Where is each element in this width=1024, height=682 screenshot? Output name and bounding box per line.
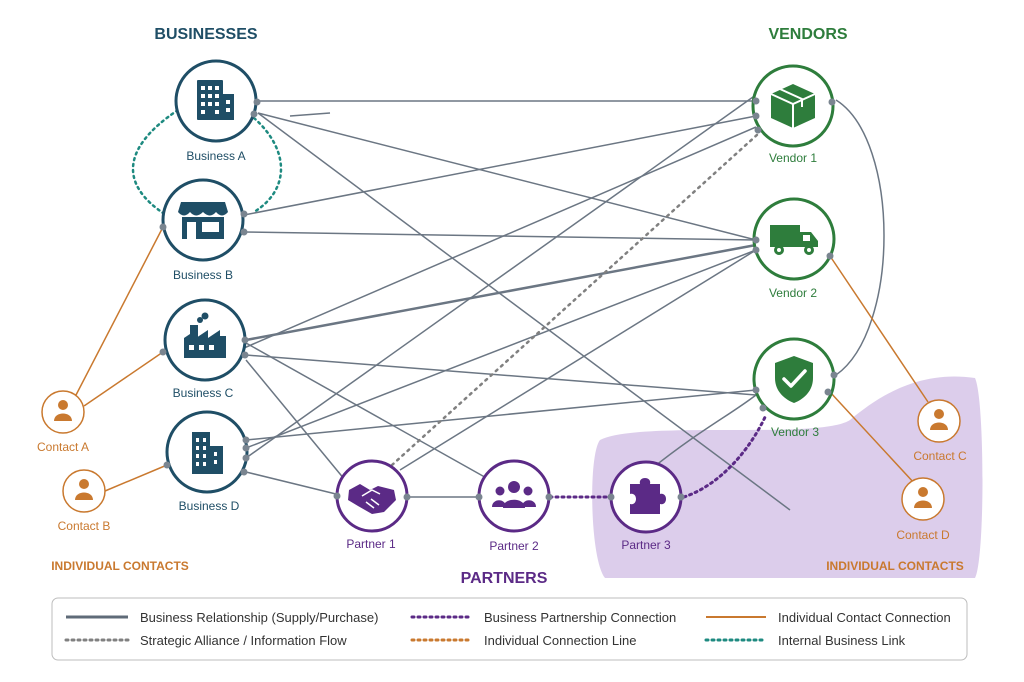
partnership-line-p3-v3 [682, 413, 768, 499]
node-label-contact-c: Contact C [913, 449, 967, 463]
legend: Business Relationship (Supply/Purchase) … [51, 597, 968, 661]
node-label-business-c: Business C [173, 386, 234, 400]
delivery-truck-icon [770, 225, 818, 255]
node-label-partner-2: Partner 2 [489, 539, 539, 553]
legend-label-individual-contact-connection: Individual Contact Connection [778, 610, 951, 625]
node-business-a[interactable]: Business A [174, 59, 258, 163]
node-business-d[interactable]: Business D [165, 410, 249, 513]
factory-icon [184, 312, 226, 358]
node-label-partner-1: Partner 1 [346, 537, 396, 551]
node-contact-c[interactable]: Contact C [913, 399, 967, 463]
people-group-icon [492, 481, 536, 508]
partner-highlight-region [592, 376, 983, 578]
business-relationship-thick-line [245, 243, 757, 342]
person-icon [930, 409, 948, 430]
node-business-b[interactable]: Business B [161, 178, 245, 282]
shield-check-icon [775, 356, 813, 403]
node-vendor-2[interactable]: Vendor 2 [752, 197, 836, 300]
node-label-business-d: Business D [179, 499, 240, 513]
node-label-contact-d: Contact D [896, 528, 950, 542]
node-label-business-b: Business B [173, 268, 233, 282]
internal-link-right-arc [252, 116, 283, 214]
legend-label-business-relationship: Business Relationship (Supply/Purchase) [140, 610, 378, 625]
legend-label-internal-business-link: Internal Business Link [778, 633, 906, 648]
package-box-icon [770, 84, 816, 128]
section-title-contacts-right: INDIVIDUAL CONTACTS [826, 559, 964, 573]
business-relationship-lines [243, 91, 885, 511]
section-title-vendors: VENDORS [768, 26, 847, 43]
individual-contact-lines [75, 226, 929, 492]
node-label-contact-b: Contact B [58, 519, 111, 533]
puzzle-piece-icon [630, 478, 666, 514]
node-business-c[interactable]: Business C [163, 298, 247, 400]
connection-ports [159, 97, 838, 501]
node-contact-d[interactable]: Contact D [896, 477, 950, 542]
internal-link-left-arc [131, 108, 180, 224]
node-vendor-1[interactable]: Vendor 1 [751, 64, 835, 165]
storefront-icon [178, 202, 228, 239]
node-vendor-3[interactable]: Vendor 3 [752, 337, 836, 439]
node-partner-3[interactable]: Partner 3 [609, 460, 683, 552]
legend-box [51, 597, 968, 661]
node-label-partner-3: Partner 3 [621, 538, 671, 552]
node-partner-1[interactable]: Partner 1 [335, 459, 409, 551]
strategic-alliance-line [390, 132, 760, 467]
person-icon [75, 479, 93, 500]
legend-label-strategic-alliance: Strategic Alliance / Information Flow [140, 633, 347, 648]
node-label-business-a: Business A [186, 149, 245, 163]
handshake-icon [348, 484, 396, 514]
section-title-businesses: BUSINESSES [154, 26, 257, 43]
legend-label-business-partnership: Business Partnership Connection [484, 610, 676, 625]
node-label-vendor-2: Vendor 2 [769, 286, 817, 300]
node-label-vendor-1: Vendor 1 [769, 151, 817, 165]
city-buildings-icon [192, 432, 223, 474]
node-label-contact-a: Contact A [37, 440, 89, 454]
legend-label-individual-connection-line: Individual Connection Line [484, 633, 637, 648]
node-label-vendor-3: Vendor 3 [771, 425, 819, 439]
section-title-partners: PARTNERS [461, 570, 548, 587]
node-contact-a[interactable]: Contact A [37, 390, 89, 454]
section-title-contacts-left: INDIVIDUAL CONTACTS [51, 559, 189, 573]
node-contact-b[interactable]: Contact B [58, 469, 111, 533]
person-icon [54, 400, 72, 421]
node-partner-2[interactable]: Partner 2 [477, 459, 551, 553]
office-building-icon [197, 80, 234, 120]
person-icon [914, 487, 932, 508]
